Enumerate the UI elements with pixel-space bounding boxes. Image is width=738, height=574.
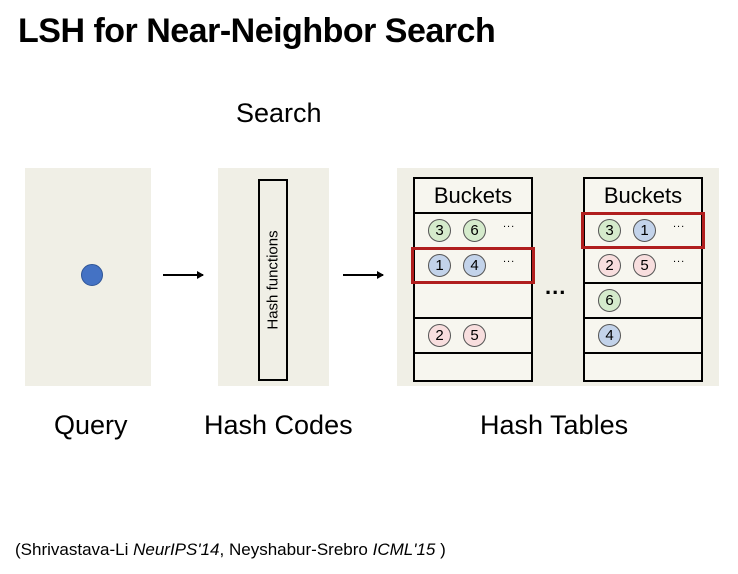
item-circle: 4: [463, 254, 486, 277]
hash-functions-box: Hash functions: [258, 179, 288, 381]
item-circle: 1: [633, 219, 656, 242]
query-point: [81, 264, 103, 286]
query-caption: Query: [54, 410, 128, 440]
buckets-header: Buckets: [415, 179, 531, 214]
reference-open: (Shrivastava-Li: [15, 540, 134, 559]
hash-functions-label: Hash functions: [264, 230, 282, 330]
more-items-ellipsis: ...: [673, 218, 686, 230]
more-items-ellipsis: ...: [673, 253, 686, 265]
hash-codes-caption: Hash Codes: [204, 410, 353, 440]
hash-tables-caption: Hash Tables: [480, 410, 629, 440]
reference-close: ): [435, 540, 446, 559]
item-circle: 2: [598, 254, 621, 277]
search-label: Search: [236, 98, 322, 128]
slide-title: LSH for Near-Neighbor Search: [18, 12, 496, 50]
item-circle: 5: [463, 324, 486, 347]
item-circle: 2: [428, 324, 451, 347]
bucket-row: [585, 354, 701, 387]
more-tables-ellipsis: ...: [545, 274, 567, 299]
more-items-ellipsis: ...: [503, 253, 516, 265]
bucket-row: [415, 354, 531, 387]
highlighted-bucket: [411, 247, 535, 284]
item-circle: 5: [633, 254, 656, 277]
reference-citation: (Shrivastava-Li NeurIPS'14, Neyshabur-Sr…: [15, 540, 446, 560]
item-circle: 3: [598, 219, 621, 242]
highlighted-bucket: [581, 212, 705, 249]
reference-venue-2: ICML'15: [372, 540, 436, 559]
arrow-query-to-hash: [163, 271, 204, 278]
reference-venue-1: NeurIPS'14: [133, 540, 220, 559]
bucket-row: 6: [585, 284, 701, 319]
item-circle: 6: [598, 289, 621, 312]
buckets-header: Buckets: [585, 179, 701, 214]
item-circle: 6: [463, 219, 486, 242]
item-circle: 3: [428, 219, 451, 242]
arrow-hash-to-tables: [343, 271, 384, 278]
more-items-ellipsis: ...: [503, 218, 516, 230]
item-circle: 1: [428, 254, 451, 277]
item-circle: 4: [598, 324, 621, 347]
reference-middle: , Neyshabur-Srebro: [219, 540, 373, 559]
bucket-row: 4: [585, 319, 701, 354]
bucket-row: [415, 284, 531, 319]
